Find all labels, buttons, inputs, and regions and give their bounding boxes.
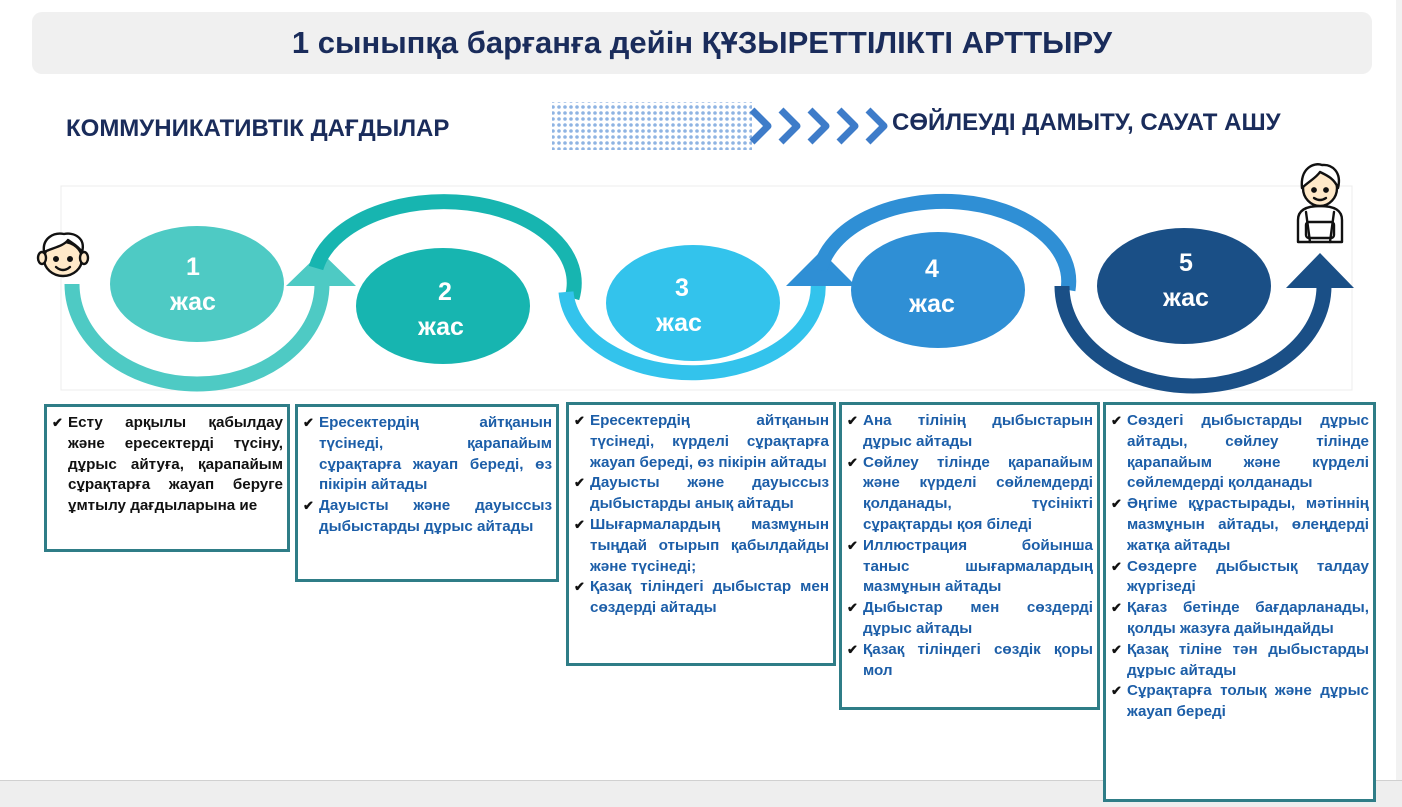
skill-card-1: ✔Есту арқылы қабылдау және ересектерді т…: [44, 404, 290, 552]
stage-label: жас: [169, 288, 216, 316]
skill-item: ✔Сөздегі дыбыстарды дұрыс айтады, сөйлеу…: [1111, 412, 1369, 492]
skill-item: ✔Ересектердің айтқанын түсінеді, күрделі…: [574, 412, 829, 471]
arc-1: [64, 283, 330, 392]
arc-4: [812, 193, 1077, 292]
skill-card-5: ✔Сөздегі дыбыстарды дұрыс айтады, сөйлеу…: [1103, 402, 1376, 802]
stage-circle: [356, 248, 530, 364]
check-icon: ✔: [1111, 496, 1122, 512]
check-icon: ✔: [574, 516, 585, 532]
skill-item: ✔Ана тілінің дыбыстарын дұрыс айтады: [847, 412, 1093, 450]
stage-number: 3: [675, 274, 689, 302]
skill-item: ✔Ересектердің айтқанын түсінеді, қарапай…: [303, 414, 552, 494]
title-bar: 1 сыныпқа барғанға дейін ҚҰЗЫРЕТТІЛІКТІ …: [32, 12, 1372, 74]
stage-circle: [110, 226, 284, 342]
arc-3: [558, 281, 826, 381]
stage-circle: [606, 245, 780, 361]
check-icon: ✔: [847, 454, 858, 470]
check-icon: ✔: [847, 537, 858, 553]
check-icon: ✔: [1111, 558, 1122, 574]
stage-number: 1: [186, 253, 200, 281]
check-icon: ✔: [1111, 641, 1122, 657]
check-icon: ✔: [1111, 600, 1122, 616]
check-icon: ✔: [52, 415, 63, 430]
check-icon: ✔: [303, 498, 314, 514]
skill-item: ✔Дауысты және дауыссыз дыбыстарды анық а…: [574, 474, 829, 513]
stage-label: жас: [1162, 284, 1209, 312]
stage-number: 5: [1179, 249, 1193, 277]
age-timeline: 1 жас 2 жас 3 жас 4 жас 5 жас: [60, 185, 1354, 394]
skill-card-2: ✔Ересектердің айтқанын түсінеді, қарапай…: [295, 404, 559, 582]
check-icon: ✔: [847, 600, 858, 616]
right-heading: СӨЙЛЕУДІ ДАМЫТУ, САУАТ АШУ: [892, 109, 1281, 136]
skill-item: ✔Қазақ тіліндегі сөздік қоры мол: [847, 640, 1093, 679]
skill-card-3: ✔Ересектердің айтқанын түсінеді, күрделі…: [566, 402, 836, 666]
child-face-icon: [36, 232, 90, 278]
stage-5: 5 жас: [1097, 228, 1271, 344]
stage-circle: [1097, 228, 1271, 344]
check-icon: ✔: [574, 413, 585, 428]
check-icon: ✔: [303, 415, 314, 430]
stage-circle: [851, 232, 1025, 348]
skill-item: ✔Иллюстрация бойынша таныс шығармалардың…: [847, 536, 1093, 596]
schoolchild-backpack-icon: [1296, 163, 1344, 244]
check-icon: ✔: [574, 579, 585, 595]
skill-item: ✔Сөздерге дыбыстық талдау жүргізеді: [1111, 557, 1369, 596]
skill-item: ✔Сұрақтарға толық және дұрыс жауап беред…: [1111, 682, 1369, 721]
arc-5: [1054, 285, 1332, 394]
skill-card-4: ✔Ана тілінің дыбыстарын дұрыс айтады ✔Сө…: [839, 402, 1100, 710]
progress-arrow: [552, 102, 888, 150]
stage-1: 1 жас: [110, 226, 284, 342]
check-icon: ✔: [1111, 413, 1122, 428]
slide-edge: [1396, 0, 1402, 780]
stage-3: 3 жас: [606, 245, 780, 361]
skill-item: ✔Қазақ тіліне тән дыбыстарды дұрыс айтад…: [1111, 640, 1369, 679]
check-icon: ✔: [847, 641, 858, 657]
stage-2: 2 жас: [356, 248, 530, 364]
skill-item: ✔Шығармалардың мазмұнын тыңдай отырып қа…: [574, 515, 829, 575]
check-icon: ✔: [574, 475, 585, 491]
stage-4: 4 жас: [851, 232, 1025, 348]
skill-item: ✔Әңгіме құрастырады, мәтіннің мазмұнын а…: [1111, 495, 1369, 554]
stage-label: жас: [655, 309, 702, 337]
skill-item: ✔Қазақ тіліндегі дыбыстар мен сөздерді а…: [574, 578, 829, 617]
arc-2: [308, 194, 582, 301]
dotted-band: [552, 102, 752, 150]
skill-item: ✔Дыбыстар мен сөздерді дұрыс айтады: [847, 599, 1093, 637]
skill-item: ✔Сөйлеу тілінде қарапайым және күрделі с…: [847, 453, 1093, 533]
page-title: 1 сыныпқа барғанға дейін ҚҰЗЫРЕТТІЛІКТІ …: [291, 25, 1113, 60]
skill-item: ✔Есту арқылы қабылдау және ересектерді т…: [52, 414, 283, 515]
check-icon: ✔: [1111, 683, 1122, 699]
check-icon: ✔: [847, 413, 858, 428]
stage-label: жас: [417, 313, 464, 341]
stage-number: 2: [438, 278, 452, 306]
left-heading: КОММУНИКАТИВТІК ДАҒДЫЛАР: [66, 115, 450, 142]
stage-label: жас: [908, 290, 955, 318]
skill-item: ✔Дауысты және дауыссыз дыбыстарды дұрыс …: [303, 497, 552, 535]
arc-arrow-5: [1286, 253, 1354, 288]
stage-number: 4: [925, 255, 939, 283]
chevron-right-icon: [749, 107, 888, 145]
skill-item: ✔Қағаз бетінде бағдарланады, қолды жазуғ…: [1111, 599, 1369, 637]
